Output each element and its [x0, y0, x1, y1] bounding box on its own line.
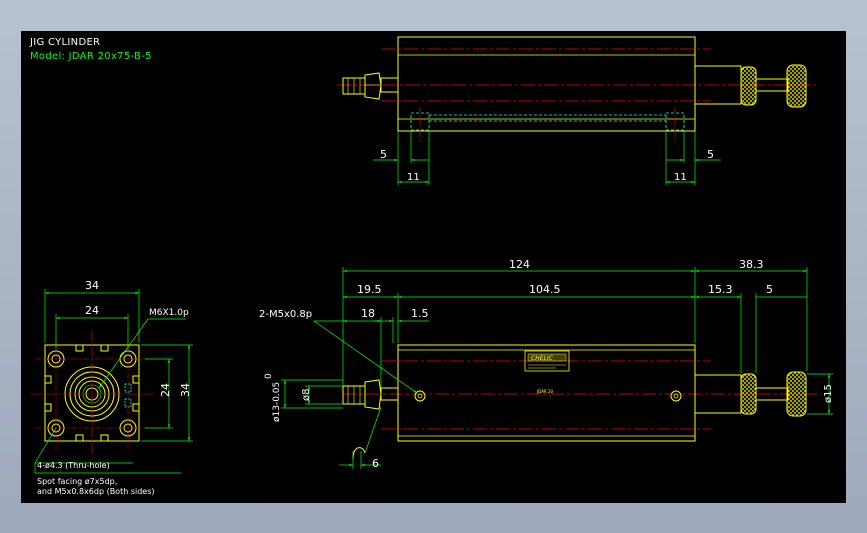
dim-38-3: 38.3: [739, 258, 764, 271]
spot-facing-note: Spot facing ø7x5dp,: [37, 477, 117, 486]
dim-124: 124: [509, 258, 530, 271]
spot-facing-note-2: and M5x0.8x6dp (Both sides): [37, 487, 155, 496]
dim-1-5: 1.5: [411, 307, 429, 320]
model-label: Model: JDAR 20x75-B-5: [30, 51, 152, 62]
tolerance-upper: 0: [264, 373, 274, 379]
tolerance-lower: ø13-0.05: [272, 382, 282, 422]
dim-6: 6: [372, 457, 379, 470]
side-view: CHELIC JDAR 20: [259, 258, 834, 470]
top-view: 5 5 11 11: [337, 36, 816, 185]
dim-5-side: 5: [766, 283, 773, 296]
dim-104-5: 104.5: [529, 283, 561, 296]
dim-top-5-right: 5: [707, 148, 714, 161]
dim-top-5-left: 5: [380, 148, 387, 161]
dim-end-24-top: 24: [85, 304, 99, 317]
dim-phi15: ø15: [823, 384, 834, 403]
dim-end-24-side: 24: [159, 383, 172, 397]
end-view: 34 24 M6X1.0p 24 34 4-ø4.3 (Thru-hole) S…: [31, 279, 193, 496]
drawing-canvas[interactable]: JIG CYLINDER Model: JDAR 20x75-B-5: [21, 31, 846, 503]
dim-end-34-top: 34: [85, 279, 99, 292]
dim-top-11-right: 11: [674, 172, 687, 183]
port-label: 2-M5x0.8p: [259, 309, 312, 320]
body-model-mark: JDAR 20: [536, 389, 554, 394]
dim-end-34-side: 34: [179, 383, 192, 397]
dim-phi8: ø8: [301, 389, 312, 401]
hole-note: 4-ø4.3 (Thru-hole): [37, 461, 110, 470]
nameplate-brand: CHELIC: [531, 355, 554, 362]
dim-18: 18: [361, 307, 375, 320]
drawing-title: JIG CYLINDER: [30, 37, 101, 48]
dim-top-11-left: 11: [407, 172, 420, 183]
cad-drawing: 5 5 11 11: [31, 36, 834, 496]
thread-label: M6X1.0p: [149, 308, 189, 318]
dim-19-5: 19.5: [357, 283, 382, 296]
dim-15-3: 15.3: [708, 283, 733, 296]
